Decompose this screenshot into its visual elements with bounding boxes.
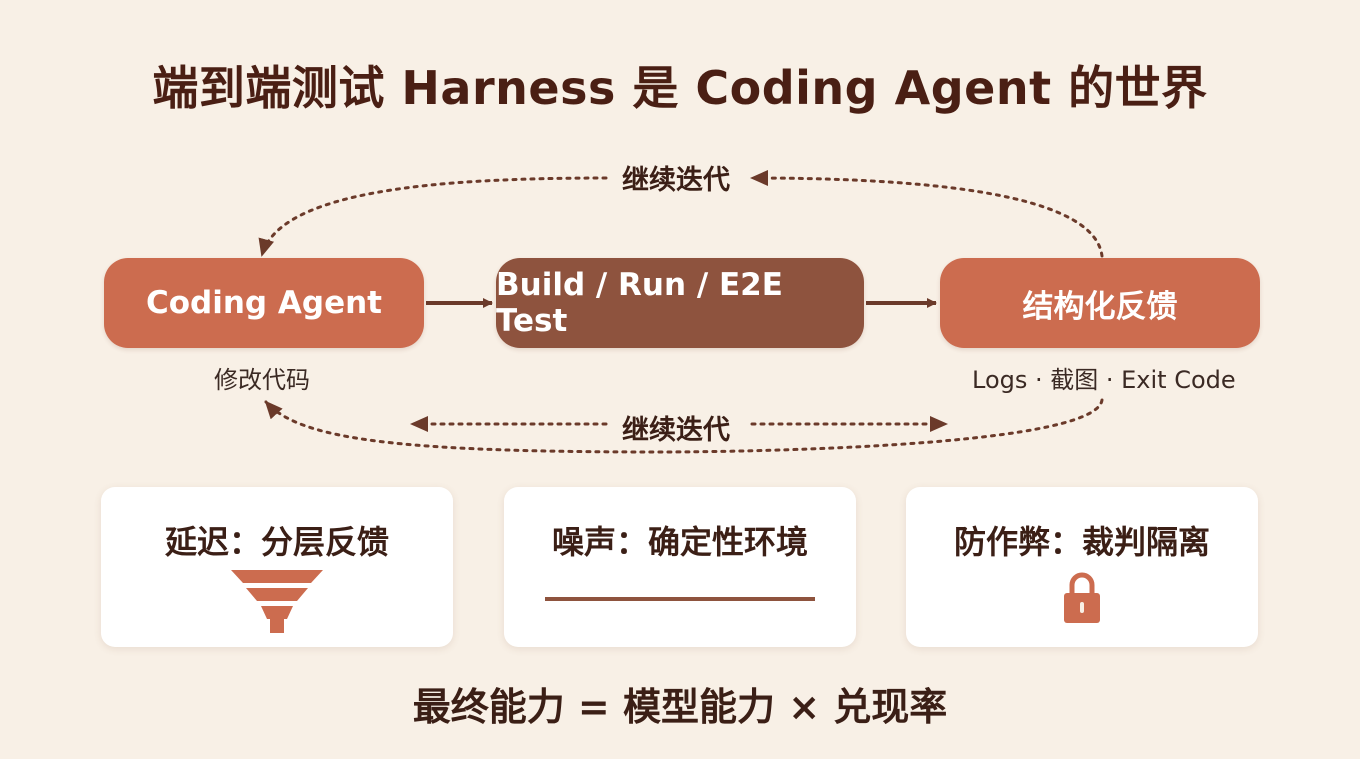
card-anti-cheat-title: 防作弊：裁判隔离 bbox=[953, 523, 1210, 561]
card-latency-title: 延迟：分层反馈 bbox=[164, 523, 389, 561]
loop-top-left-arrow bbox=[258, 176, 608, 257]
node-coding-agent-label: Coding Agent bbox=[145, 285, 382, 321]
node-structured-feedback-sublabel: Logs · 截图 · Exit Code bbox=[972, 366, 1236, 394]
loop-top-right-arrow bbox=[750, 170, 1104, 258]
node-structured-feedback-label: 结构化反馈 bbox=[1022, 288, 1178, 325]
loop-bottom-label: 继续迭代 bbox=[612, 408, 740, 447]
node-build-run-test-label: Build / Run / E2E Test bbox=[496, 267, 783, 339]
node-coding-agent: Coding Agent bbox=[104, 258, 424, 348]
card-noise-title: 噪声：确定性环境 bbox=[551, 523, 808, 561]
lock-icon bbox=[1064, 572, 1100, 623]
node-coding-agent-sublabel: 修改代码 bbox=[214, 366, 310, 394]
card-noise: 噪声：确定性环境 bbox=[504, 487, 856, 647]
funnel-icon bbox=[231, 570, 323, 633]
page-title: 端到端测试 Harness 是 Coding Agent 的世界 bbox=[152, 61, 1208, 115]
flat-line-icon bbox=[545, 597, 815, 601]
node-structured-feedback: 结构化反馈 bbox=[940, 258, 1260, 348]
loop-top-label: 继续迭代 bbox=[612, 158, 740, 197]
node-build-run-test: Build / Run / E2E Test bbox=[496, 258, 864, 348]
card-anti-cheat: 防作弊：裁判隔离 bbox=[906, 487, 1258, 647]
loop-bottom-outer-arrow bbox=[264, 398, 1104, 454]
formula: 最终能力 = 模型能力 × 兑现率 bbox=[412, 685, 948, 729]
card-latency: 延迟：分层反馈 bbox=[101, 487, 453, 647]
